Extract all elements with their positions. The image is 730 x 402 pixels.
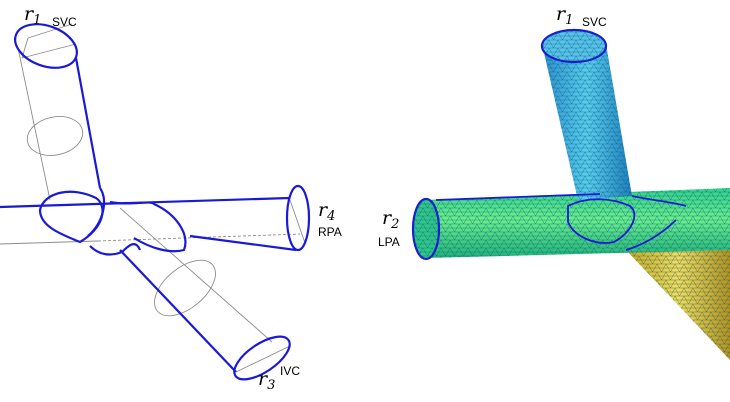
svc-inlet-ring [14, 23, 78, 69]
label-r4-rpa: r4 RPA [318, 199, 342, 239]
pa-mesh-pipe [411, 188, 730, 261]
rpa-outlet-ring [285, 184, 311, 252]
left-wireframe-panel: r1 SVC r4 RPA r3 IVC [0, 3, 342, 393]
svg-text:IVC: IVC [280, 364, 300, 378]
svg-text:SVC: SVC [582, 15, 607, 29]
svg-text:LPA: LPA [378, 235, 400, 249]
ivc-inlet-ring [233, 335, 291, 381]
svg-text:r1: r1 [556, 3, 573, 28]
label-r2-lpa: r2 LPA [378, 207, 400, 249]
svg-text:r1: r1 [24, 3, 41, 28]
svg-text:r2: r2 [382, 207, 399, 232]
svg-text:SVC: SVC [52, 15, 77, 29]
label-r3-ivc: r3 IVC [258, 364, 300, 393]
right-mesh-panel: r1 SVC r2 LPA [378, 3, 730, 360]
label-r1-svc-right: r1 SVC [556, 3, 607, 29]
svc-mesh-pipe [540, 28, 632, 200]
label-r1-svc-left: r1 SVC [24, 3, 77, 29]
svg-text:r4: r4 [318, 199, 335, 224]
svg-text:RPA: RPA [318, 225, 342, 239]
visible-edge-lines [0, 23, 311, 381]
mesh-junction-outlines [435, 193, 687, 251]
svg-text:r3: r3 [258, 368, 275, 393]
